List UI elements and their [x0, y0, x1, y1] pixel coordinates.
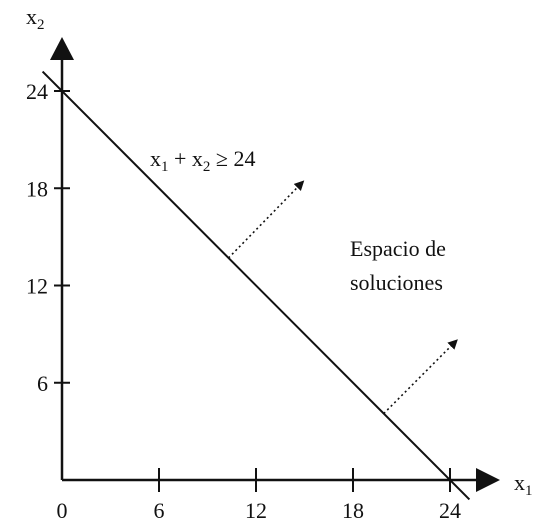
- direction-arrow: [227, 180, 305, 259]
- region-label-line-2: soluciones: [350, 270, 443, 295]
- constraint-label: x1 + x2 ≥ 24: [150, 146, 256, 175]
- y-axis-label: x2: [26, 4, 45, 33]
- x-axis-ticks: 0 6 12 18 24: [57, 468, 461, 523]
- y-tick-label: 18: [26, 176, 48, 201]
- direction-arrow: [383, 339, 458, 415]
- x-tick-label: 0: [57, 498, 68, 523]
- x-axis-arrowhead: [476, 468, 500, 492]
- x-tick-label: 12: [245, 498, 267, 523]
- x-tick-label: 24: [439, 498, 461, 523]
- x-axis-label: x1: [514, 470, 533, 499]
- x-tick-label: 6: [154, 498, 165, 523]
- region-label-line-1: Espacio de: [350, 236, 446, 261]
- x-tick-label: 18: [342, 498, 364, 523]
- y-tick-label: 24: [26, 79, 48, 104]
- y-axis-ticks: 6 12 18 24: [26, 79, 70, 396]
- y-tick-label: 6: [37, 371, 48, 396]
- y-axis-arrowhead: [50, 37, 74, 60]
- constraint-line: [41, 70, 471, 501]
- feasible-direction-arrows: [227, 180, 458, 415]
- y-tick-label: 12: [26, 274, 48, 299]
